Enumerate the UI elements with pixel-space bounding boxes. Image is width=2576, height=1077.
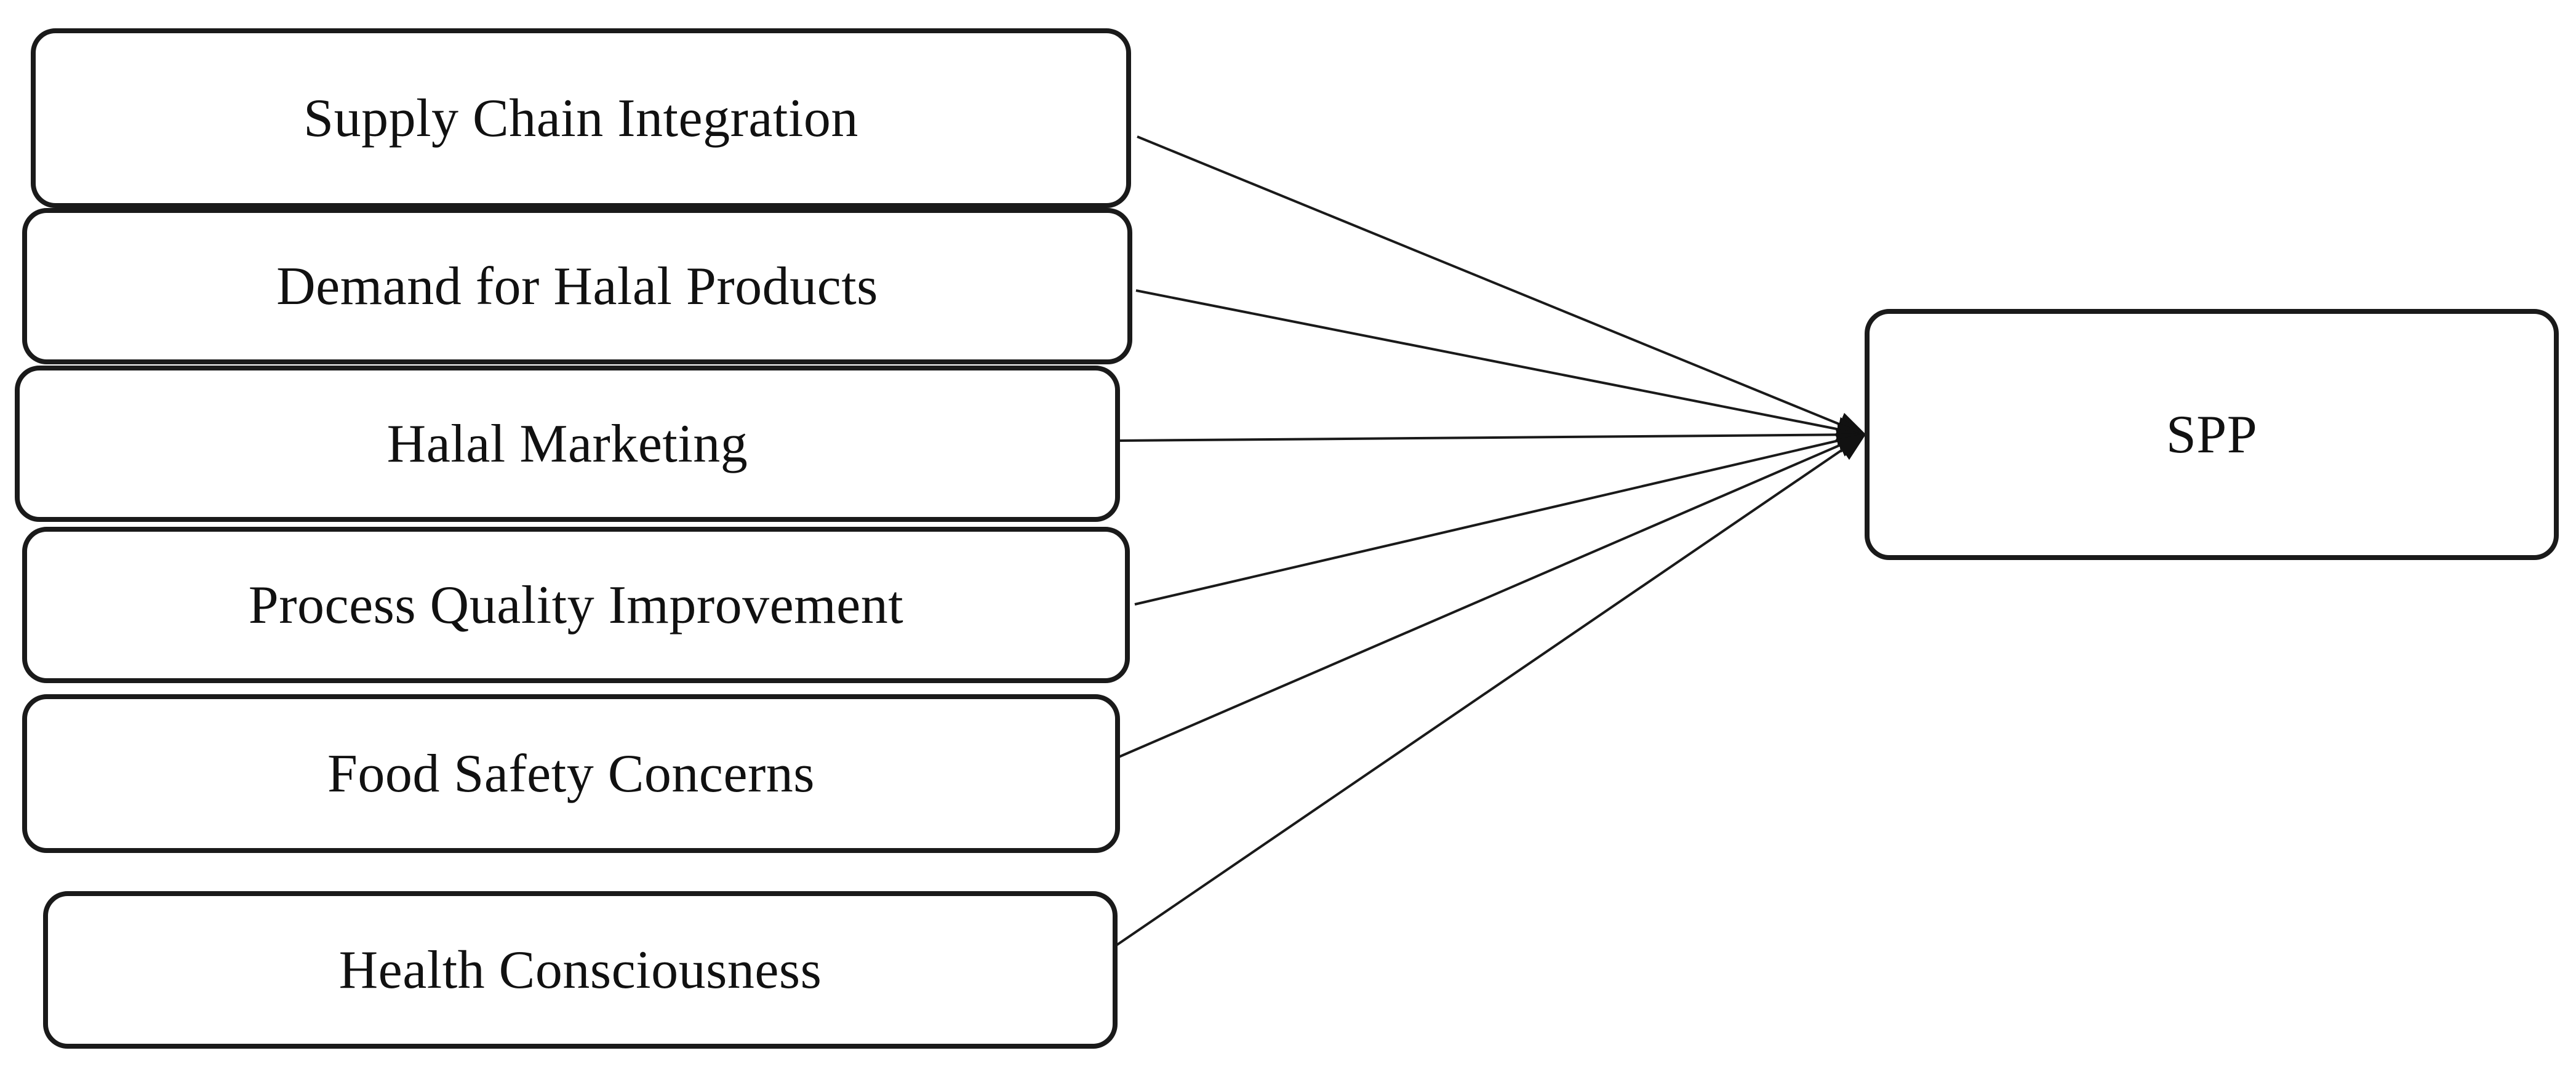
node-label: Process Quality Improvement: [248, 575, 904, 635]
node-label: Demand for Halal Products: [276, 256, 878, 316]
node-process-quality-improvement: Process Quality Improvement: [22, 527, 1130, 683]
node-supply-chain-integration: Supply Chain Integration: [31, 28, 1131, 208]
arrow-hm-to-spp: [1119, 422, 1867, 447]
arrow-pqi-to-spp: [1134, 428, 1867, 606]
node-label: Food Safety Concerns: [327, 743, 815, 804]
node-label: Supply Chain Integration: [303, 88, 858, 148]
arrow-dhp-to-spp: [1135, 289, 1867, 442]
node-halal-marketing: Halal Marketing: [15, 366, 1120, 522]
node-demand-for-halal-products: Demand for Halal Products: [22, 208, 1132, 364]
node-health-consciousness: Health Consciousness: [43, 891, 1118, 1049]
node-label: SPP: [2166, 404, 2258, 465]
arrow-sci-to-spp: [1137, 135, 1867, 436]
arrow-hc-to-spp: [1115, 433, 1867, 947]
arrow-fsc-to-spp: [1118, 433, 1867, 758]
node-label: Health Consciousness: [338, 940, 822, 1000]
node-spp: SPP: [1865, 309, 2559, 560]
node-label: Halal Marketing: [386, 414, 748, 474]
node-food-safety-concerns: Food Safety Concerns: [22, 694, 1120, 853]
